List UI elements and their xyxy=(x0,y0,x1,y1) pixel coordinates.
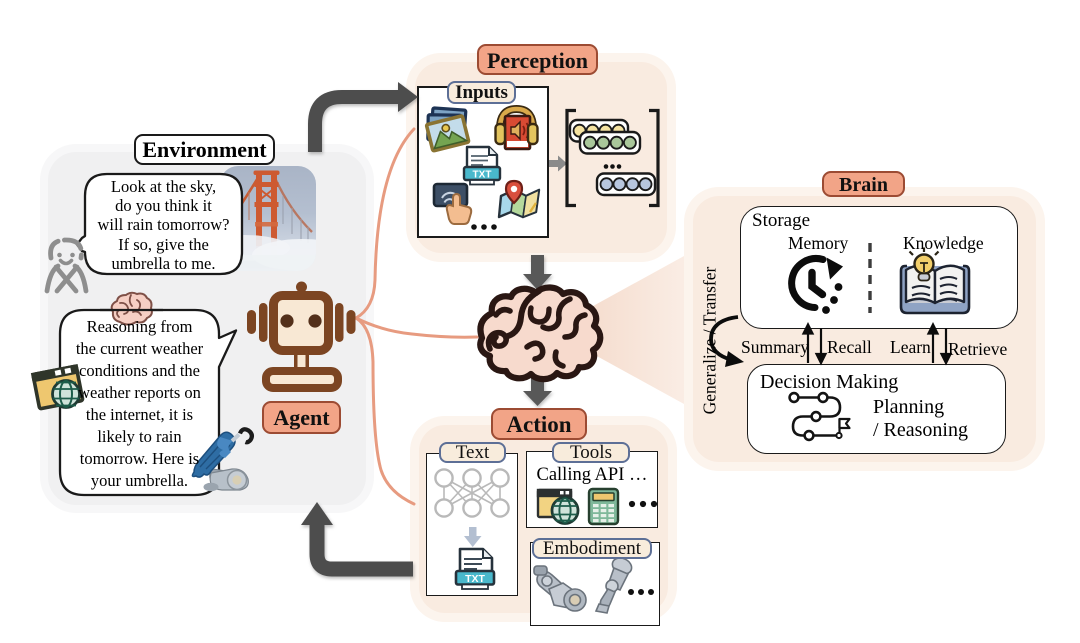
svg-text:TXT: TXT xyxy=(473,170,492,181)
svg-text:TXT: TXT xyxy=(465,573,485,585)
